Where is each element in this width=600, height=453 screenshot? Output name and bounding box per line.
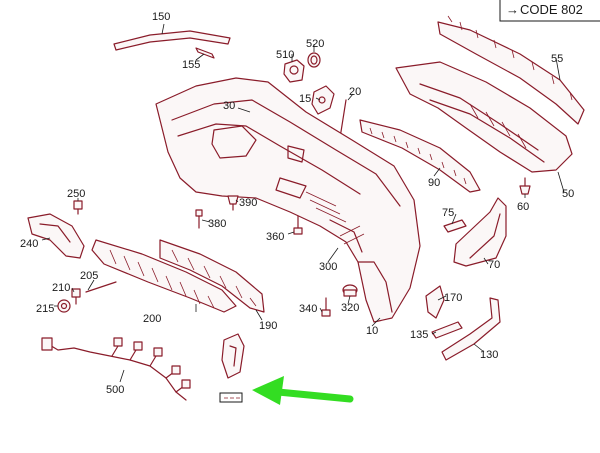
label-190: 190 [259, 320, 277, 332]
label-215: 215 [36, 303, 54, 315]
label-130: 130 [480, 349, 498, 361]
label-20: 20 [349, 86, 361, 98]
part-highlight-bracket [221, 333, 245, 379]
label-240: 240 [20, 238, 38, 250]
label-340: 340 [299, 303, 317, 315]
label-10: 10 [366, 325, 378, 337]
highlight-arrow [252, 376, 354, 405]
label-30: 30 [223, 100, 235, 112]
part-90-support [359, 119, 481, 193]
label-205: 205 [80, 270, 98, 282]
part-340-screw [321, 297, 331, 317]
label-55: 55 [551, 53, 563, 65]
label-150: 150 [152, 11, 170, 23]
part-135-clip [431, 321, 463, 339]
part-380-screw [195, 209, 203, 229]
label-360: 360 [266, 231, 284, 243]
leader-lines [41, 23, 565, 383]
part-170-bracket [425, 285, 445, 319]
label-200: 200 [143, 313, 161, 325]
label-155: 155 [182, 59, 200, 71]
part-210-bolt [71, 288, 81, 305]
part-250-bolt [73, 200, 83, 215]
label-90: 90 [428, 177, 440, 189]
part-50-diffuser-lower [395, 61, 573, 173]
label-210: 210 [52, 282, 70, 294]
part-520-ring [307, 52, 321, 68]
part-55-diffuser [437, 15, 585, 125]
part-70-side-trim [453, 197, 507, 267]
part-205-rod [85, 281, 117, 293]
part-150-trim-strip [113, 30, 231, 51]
label-60: 60 [517, 201, 529, 213]
label-390: 390 [239, 197, 257, 209]
label-300: 300 [319, 261, 337, 273]
part-labels: 150 155 510 520 15 20 30 90 55 50 60 75 … [20, 11, 574, 396]
label-510: 510 [276, 49, 294, 61]
label-500: 500 [106, 384, 124, 396]
part-130-lower-trim [441, 297, 501, 361]
label-250: 250 [67, 188, 85, 200]
part-240-bracket [27, 213, 85, 259]
part-155-clip [195, 47, 215, 59]
code-badge-arrow: → [506, 2, 519, 17]
part-360-screw [293, 215, 303, 235]
label-380: 380 [208, 218, 226, 230]
label-70: 70 [488, 259, 500, 271]
part-15-bracket [311, 85, 335, 115]
part-200-absorber [91, 239, 237, 313]
code-badge-text: CODE 802 [520, 2, 583, 17]
code-badge: → CODE 802 [499, 0, 600, 22]
label-320: 320 [341, 302, 359, 314]
part-510-sensor [283, 59, 305, 83]
part-320-clip [342, 284, 358, 297]
label-75: 75 [442, 207, 454, 219]
part-215-washer [57, 299, 71, 313]
part-390-clip [227, 195, 239, 211]
label-15: 15 [299, 93, 311, 105]
label-520: 520 [306, 38, 324, 50]
part-10-bumper-cover [155, 77, 421, 323]
label-170: 170 [444, 292, 462, 304]
part-60-screw [519, 177, 531, 195]
part-highlight-sensor [219, 392, 243, 403]
code-badge-box [499, 0, 600, 22]
part-190-bracket [159, 239, 265, 313]
part-500-wiring-harness [41, 337, 191, 401]
label-135: 135 [410, 329, 428, 341]
part-75-reflector [443, 219, 467, 233]
label-50: 50 [562, 188, 574, 200]
